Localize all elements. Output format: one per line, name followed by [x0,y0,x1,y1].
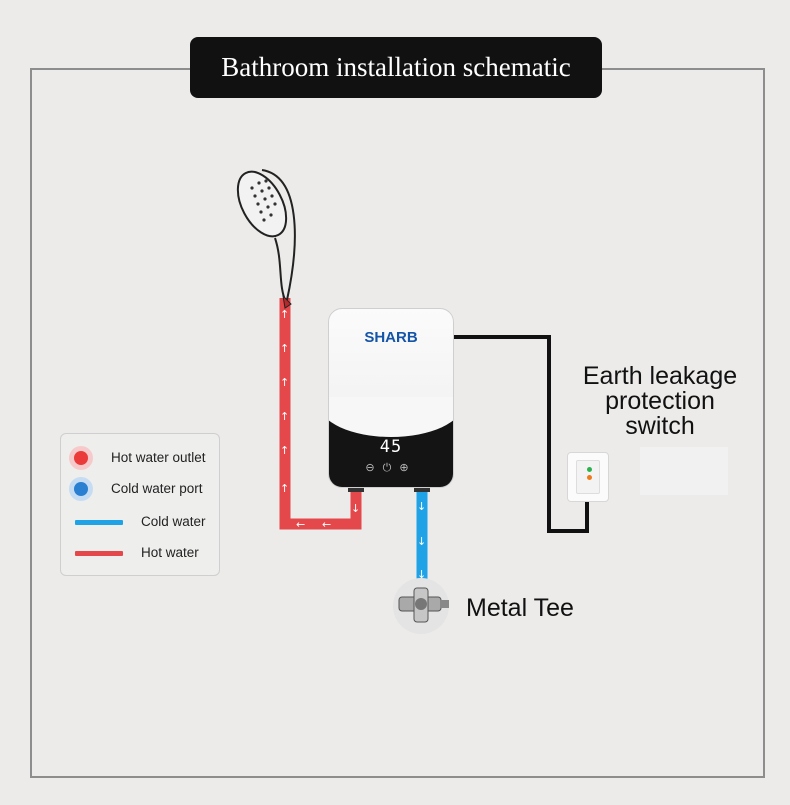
heater-front-curve [329,397,453,437]
switch-label-line1: Earth leakage [582,362,738,390]
svg-text:↑: ↑ [280,308,289,321]
tee-label: Metal Tee [466,594,574,622]
heater-brand-logo: SHARB [364,329,418,346]
hot-flow-arrows: ↑ ↑ ↑ ↑ ↑ ↑ ← ← ↓ [280,308,360,531]
cold-water-bar-icon [75,520,123,525]
svg-text:↑: ↑ [280,482,289,495]
svg-text:↑: ↑ [280,410,289,423]
legend-item-hot-water: Hot water [61,541,219,565]
svg-text:↓: ↓ [351,502,360,515]
switch-label-line3: switch [625,412,695,440]
legend-label: Cold water port [111,481,203,496]
cold-flow-arrows: ↓ ↓ ↓ [417,500,426,581]
orange-led [587,475,592,480]
svg-text:↑: ↑ [280,342,289,355]
svg-text:↑: ↑ [280,376,289,389]
legend-label: Hot water [141,545,199,560]
legend-label: Hot water outlet [111,450,206,465]
legend-item-cold-water: Cold water [61,510,219,534]
legend-item-cold-port: Cold water port [61,477,219,501]
switch-label-line2: protection [605,387,715,415]
hot-water-bar-icon [75,551,123,556]
green-led [587,467,592,472]
hot-outlet-dot-icon [74,451,88,465]
metal-tee-icon [393,578,449,634]
svg-text:↓: ↓ [417,535,426,548]
shower-head-icon [236,169,296,309]
switch-face [576,460,600,494]
hot-water-pipe [279,298,362,530]
water-heater-icon: SHARB 45 ⊖⏻⊕ [328,308,454,488]
switch-label: Earth leakage protection switch [560,364,760,439]
svg-text:↑: ↑ [280,444,289,457]
temperature-display: 45 [379,437,403,457]
heater-control-buttons: ⊖⏻⊕ [365,462,417,474]
legend-item-hot-outlet: Hot water outlet [61,446,219,470]
page-title: Bathroom installation schematic [190,37,602,98]
power-wire [452,335,589,533]
svg-text:←: ← [296,518,305,531]
legend-label: Cold water [141,514,206,529]
legend: Hot water outlet Cold water port Cold wa… [60,433,220,576]
cold-port-dot-icon [74,482,88,496]
svg-text:↓: ↓ [417,500,426,513]
leakage-switch-icon [567,452,609,502]
svg-text:←: ← [322,518,331,531]
svg-text:↓: ↓ [417,568,426,581]
